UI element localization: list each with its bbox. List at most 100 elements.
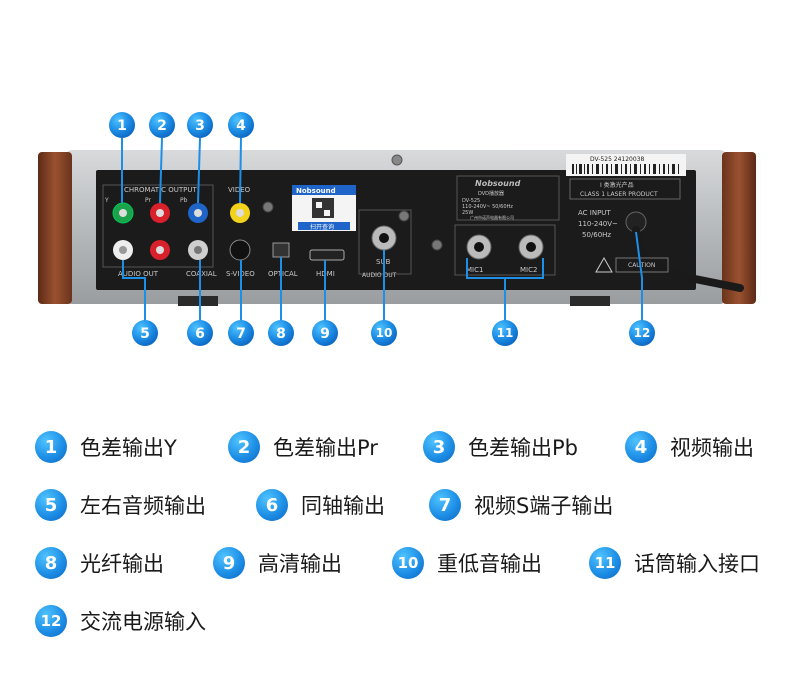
model-plate-line3: 110-240V~ 50/60Hz <box>462 204 513 210</box>
callout-badge-9: 9 <box>312 320 338 346</box>
barcode-line <box>587 164 589 174</box>
barcode-lines <box>572 164 679 174</box>
legend-item-10: 10 重低音输出 <box>392 546 542 580</box>
barcode-line <box>576 164 577 174</box>
sticker-button-label: 扫开查询 <box>310 223 334 231</box>
legend-label: 色差输出Pr <box>273 436 378 460</box>
jack-pin <box>379 233 389 243</box>
legend-label: 高清输出 <box>258 552 342 576</box>
numbered-circle-icon: 11 <box>589 547 621 579</box>
caution-label: CAUTION <box>628 262 655 269</box>
numbered-circle-icon <box>228 320 254 346</box>
legend-item-7: 7 视频S端子输出 <box>429 488 613 522</box>
legend-item-2: 2 色差输出Pr <box>228 430 378 464</box>
screw-icon <box>431 239 443 251</box>
legend-label: 色差输出Y <box>80 436 177 460</box>
model-plate <box>456 175 560 221</box>
screw-icon <box>398 210 410 222</box>
model-plate-line4: 25W <box>462 210 473 216</box>
numbered-circle-icon: 8 <box>35 547 67 579</box>
legend-label: 左右音频输出 <box>80 494 206 518</box>
qr-dot <box>316 202 322 208</box>
product-diagram: CHROMATIC OUTPUT Y Pr Pb VIDEO AUDIO OUT… <box>38 112 756 346</box>
callout-badge-6: 6 <box>187 320 213 346</box>
legend-label: 光纤输出 <box>80 552 164 576</box>
dvd-player-rear: CHROMATIC OUTPUT Y Pr Pb VIDEO AUDIO OUT… <box>38 150 756 306</box>
jack-pin <box>194 246 202 254</box>
model-plate-line1: DVD播放器 <box>478 190 504 197</box>
barcode-line <box>649 164 650 174</box>
legend-item-12: 12 交流电源输入 <box>35 604 206 638</box>
jack-pin <box>119 209 127 217</box>
numbered-circle-icon <box>492 320 518 346</box>
leader-line-11 <box>466 258 544 322</box>
jack-pin <box>156 209 164 217</box>
sticker-brand: Nobsound <box>296 187 336 195</box>
numbered-circle-icon <box>187 320 213 346</box>
port-legend: 1 色差输出Y 2 色差输出Pr 3 色差输出Pb 4 视频输出 5 左右音频输… <box>0 405 790 695</box>
callout-badge-7: 7 <box>228 320 254 346</box>
numbered-circle-icon: 1 <box>35 431 67 463</box>
audio-out-label: AUDIO OUT <box>118 270 159 278</box>
barcode-line <box>602 164 603 174</box>
callout-number: 11 <box>497 326 514 340</box>
jack-pin <box>194 209 202 217</box>
callout-badge-12: 12 <box>629 320 655 346</box>
callout-number: 5 <box>140 326 150 342</box>
top-screw-icon <box>391 154 403 166</box>
barcode-line <box>653 164 656 174</box>
optical-label: OPTICAL <box>268 270 298 278</box>
barcode-line <box>606 164 608 174</box>
numbered-circle-icon <box>629 320 655 346</box>
callout-number: 1 <box>117 118 127 134</box>
sticker-button <box>298 222 350 230</box>
numbered-circle-icon <box>187 112 213 138</box>
callout-number: 9 <box>320 326 330 342</box>
numbered-circle-icon: 12 <box>35 605 67 637</box>
barcode-line <box>572 164 574 174</box>
mic1-label: MIC1 <box>466 266 483 274</box>
numbered-circle-icon: 9 <box>213 547 245 579</box>
callout-number: 10 <box>376 326 393 340</box>
legend-item-1: 1 色差输出Y <box>35 430 177 464</box>
jack-pin <box>236 209 244 217</box>
screw-icon <box>262 201 274 213</box>
jack-hdmi <box>309 249 345 261</box>
barcode-line <box>644 164 646 174</box>
legend-item-11: 11 话筒输入接口 <box>589 546 760 580</box>
barcode-line <box>621 164 622 174</box>
numbered-circle-icon: 10 <box>392 547 424 579</box>
coaxial-label: COAXIAL <box>186 270 217 278</box>
jack-pin <box>526 242 536 252</box>
legend-item-4: 4 视频输出 <box>625 430 754 464</box>
callout-badge-10: 10 <box>371 320 397 346</box>
numbered-circle-icon <box>109 112 135 138</box>
ac-input-label: AC INPUT <box>578 209 611 217</box>
barcode-line <box>659 164 660 174</box>
barcode-line <box>579 164 582 174</box>
callout-number: 7 <box>236 326 246 342</box>
ac-freq-label: 50/60Hz <box>582 231 611 239</box>
legend-item-6: 6 同轴输出 <box>256 488 385 522</box>
barcode-line <box>672 164 675 174</box>
leader-line-5 <box>122 260 146 322</box>
callout-number: 2 <box>157 118 167 134</box>
qr-dot <box>324 210 330 216</box>
numbered-circle-icon <box>228 112 254 138</box>
numbered-circle-icon <box>268 320 294 346</box>
jack-pin <box>119 246 127 254</box>
callout-number: 4 <box>236 118 246 134</box>
barcode-line <box>592 164 593 174</box>
model-plate-line5: 广州市诺声电器有限公司 <box>470 214 514 220</box>
legend-label: 视频输出 <box>670 436 754 460</box>
legend-item-8: 8 光纤输出 <box>35 546 164 580</box>
model-plate-brand: Nobsound <box>475 179 521 188</box>
legend-label: 同轴输出 <box>301 494 385 518</box>
jack-optical <box>272 242 290 258</box>
callout-badge-2: 2 <box>149 112 175 138</box>
mic-frame <box>454 224 556 276</box>
laser-cn-label: Ⅰ 类激光产品 <box>600 181 634 189</box>
barcode-line <box>668 164 669 174</box>
rear-black-panel <box>96 170 696 290</box>
jack-pin <box>474 242 484 252</box>
